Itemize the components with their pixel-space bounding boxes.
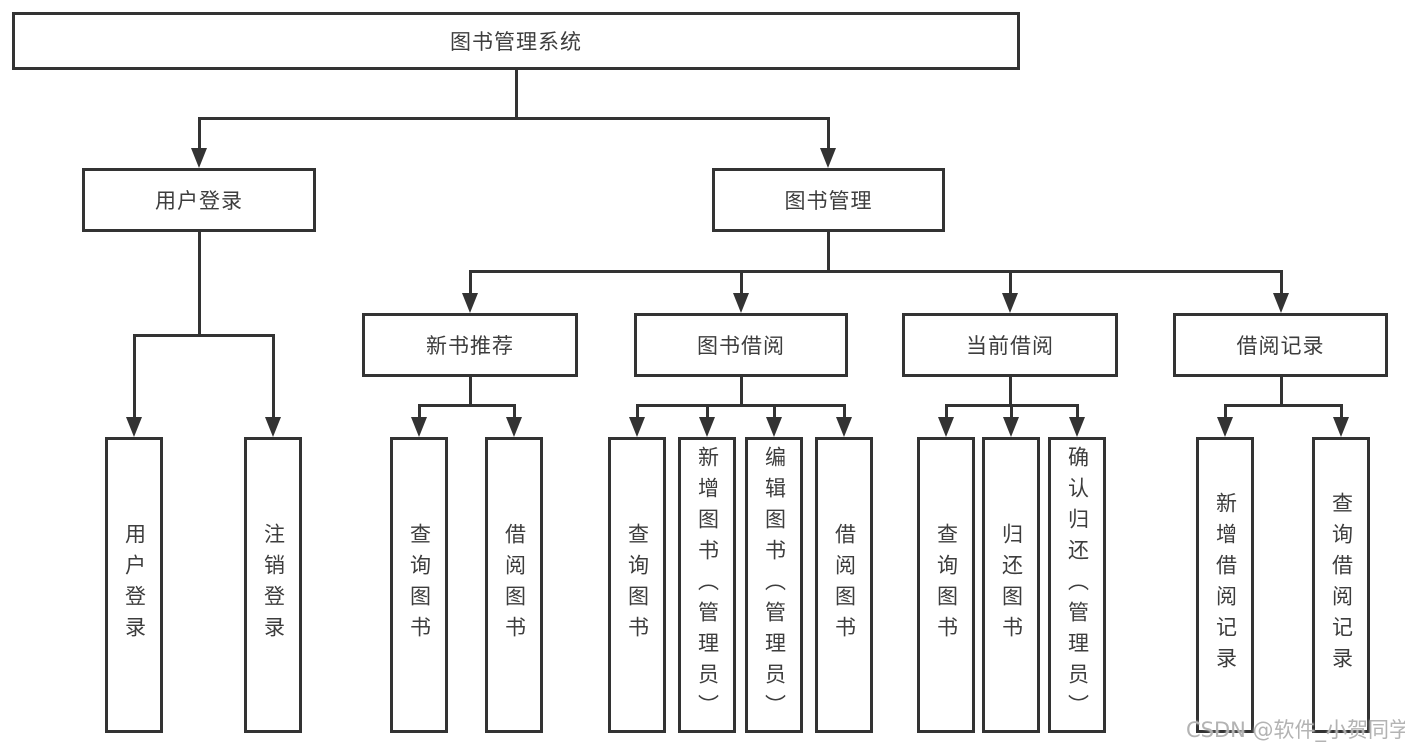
edge-borrow-branch: [636, 404, 846, 407]
leaf-record-query-record: 查询借阅记录: [1312, 437, 1370, 733]
node-user-login: 用户登录: [82, 168, 316, 232]
leaf-label: 新增图书（管理员）: [695, 445, 720, 725]
arrowhead-recommend-borrow: [506, 417, 522, 437]
edge-record-branch: [1224, 404, 1343, 407]
node-label: 图书管理系统: [450, 30, 582, 54]
edge-current-stem: [1009, 377, 1012, 406]
node-label: 新书推荐: [426, 334, 514, 358]
edge-drop-current-confirm: [1076, 404, 1079, 418]
leaf-borrow-borrow-book: 借阅图书: [815, 437, 873, 733]
arrowhead-record-add: [1217, 417, 1233, 437]
edge-book-management-branch: [469, 270, 1283, 273]
arrowhead-recommend-query: [411, 417, 427, 437]
arrowhead-borrow-query: [629, 417, 645, 437]
leaf-current-confirm-return-admin: 确认归还（管理员）: [1048, 437, 1106, 733]
edge-drop-record-add: [1224, 404, 1227, 418]
node-label: 图书管理: [784, 189, 873, 213]
leaf-label: 注销登录: [261, 523, 286, 647]
arrowhead-record-query: [1333, 417, 1349, 437]
edge-drop-recommend-query: [418, 404, 421, 418]
edge-root-stem: [515, 70, 518, 118]
arrowhead-borrow-borrow: [836, 417, 852, 437]
edge-recommend-stem: [469, 377, 472, 406]
edge-user-login-stem: [198, 232, 201, 335]
leaf-label: 用户登录: [122, 523, 147, 647]
leaf-label: 借阅图书: [502, 523, 527, 647]
edge-drop-borrow-record: [1280, 270, 1283, 294]
node-book-borrow: 图书借阅: [634, 313, 848, 377]
edge-drop-borrow-add: [706, 404, 709, 418]
edge-drop-leaf-logout: [272, 334, 275, 418]
leaf-label: 查询图书: [934, 523, 959, 647]
edge-drop-user-login: [198, 117, 201, 149]
edge-drop-current-borrow: [1009, 270, 1012, 294]
arrowhead-book-management: [820, 148, 836, 168]
node-root-library-system: 图书管理系统: [12, 12, 1020, 70]
leaf-record-add-record: 新增借阅记录: [1196, 437, 1254, 733]
leaf-label: 借阅图书: [832, 523, 857, 647]
edge-drop-book-borrow: [740, 270, 743, 294]
arrowhead-book-borrow: [733, 293, 749, 313]
arrowhead-borrow-add: [699, 417, 715, 437]
edge-drop-borrow-borrow: [843, 404, 846, 418]
edge-root-branch: [198, 117, 830, 120]
arrowhead-leaf-logout: [265, 417, 281, 437]
edge-drop-book-management: [827, 117, 830, 149]
leaf-borrow-add-book-admin: 新增图书（管理员）: [678, 437, 736, 733]
edge-book-management-stem: [827, 232, 830, 272]
leaf-label: 编辑图书（管理员）: [762, 445, 787, 725]
node-label: 用户登录: [155, 189, 243, 213]
arrowhead-leaf-user-login: [126, 417, 142, 437]
edge-drop-record-query: [1340, 404, 1343, 418]
edge-recommend-branch: [418, 404, 516, 407]
leaf-recommend-query-book: 查询图书: [390, 437, 448, 733]
node-current-borrow: 当前借阅: [902, 313, 1118, 377]
leaf-label: 查询图书: [407, 523, 432, 647]
edge-drop-recommend-borrow: [513, 404, 516, 418]
leaf-logout: 注销登录: [244, 437, 302, 733]
edge-drop-borrow-edit: [773, 404, 776, 418]
leaf-label: 新增借阅记录: [1213, 492, 1238, 678]
leaf-label: 确认归还（管理员）: [1065, 445, 1090, 725]
node-book-management: 图书管理: [712, 168, 945, 232]
leaf-current-return-book: 归还图书: [982, 437, 1040, 733]
edge-drop-current-query: [945, 404, 948, 418]
edge-user-login-branch: [133, 334, 275, 337]
arrowhead-current-borrow: [1002, 293, 1018, 313]
arrowhead-borrow-record: [1273, 293, 1289, 313]
leaf-label: 归还图书: [999, 523, 1024, 647]
arrowhead-new-book-recommend: [462, 293, 478, 313]
edge-drop-borrow-query: [636, 404, 639, 418]
node-label: 当前借阅: [966, 334, 1054, 358]
arrowhead-current-return: [1003, 417, 1019, 437]
node-label: 借阅记录: [1236, 334, 1325, 358]
leaf-borrow-edit-book-admin: 编辑图书（管理员）: [745, 437, 803, 733]
leaf-label: 查询借阅记录: [1329, 492, 1354, 678]
node-borrow-record: 借阅记录: [1173, 313, 1388, 377]
edge-drop-current-return: [1010, 404, 1013, 418]
edge-drop-new-book-recommend: [469, 270, 472, 294]
node-label: 图书借阅: [697, 334, 785, 358]
node-new-book-recommend: 新书推荐: [362, 313, 578, 377]
leaf-borrow-query-book: 查询图书: [608, 437, 666, 733]
edge-record-stem: [1280, 377, 1283, 406]
leaf-recommend-borrow-book: 借阅图书: [485, 437, 543, 733]
edge-drop-leaf-user-login: [133, 334, 136, 418]
arrowhead-borrow-edit: [766, 417, 782, 437]
leaf-user-login: 用户登录: [105, 437, 163, 733]
csdn-watermark: CSDN @软件_小贺同学: [1186, 718, 1405, 742]
edge-borrow-stem: [740, 377, 743, 406]
leaf-label: 查询图书: [625, 523, 650, 647]
arrowhead-user-login: [191, 148, 207, 168]
arrowhead-current-confirm: [1069, 417, 1085, 437]
leaf-current-query-book: 查询图书: [917, 437, 975, 733]
arrowhead-current-query: [938, 417, 954, 437]
